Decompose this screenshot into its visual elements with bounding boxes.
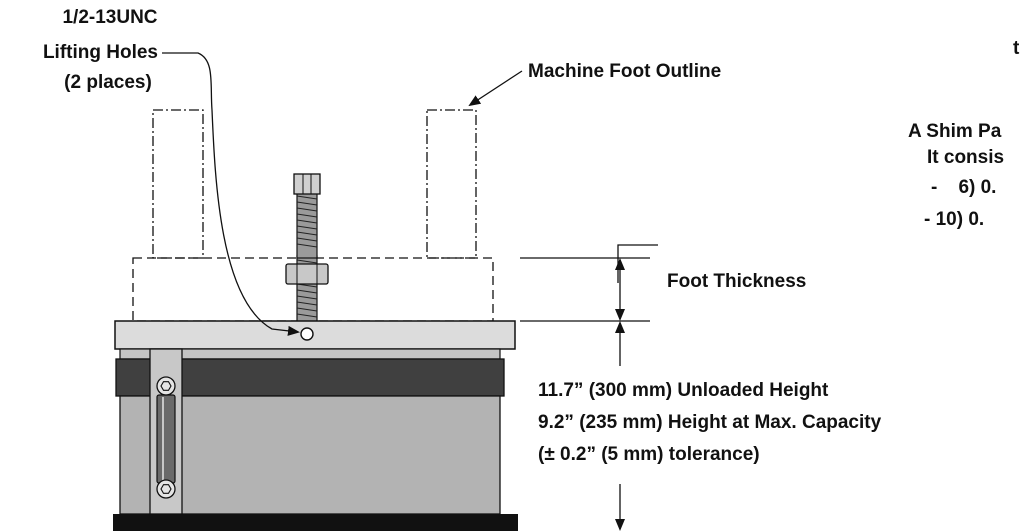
cutoff-top-fragment: t bbox=[1013, 38, 1020, 59]
machine-foot-outline-label: Machine Foot Outline bbox=[528, 61, 722, 82]
stud-threads bbox=[296, 259, 318, 318]
threaded-stud bbox=[293, 173, 321, 323]
machine-foot-left bbox=[152, 109, 204, 259]
height-max-capacity-label: 9.2” (235 mm) Height at Max. Capacity bbox=[538, 412, 882, 433]
bracket-bolt-bottom bbox=[156, 479, 176, 499]
foot-thickness-leader bbox=[617, 244, 658, 283]
lifting-hole bbox=[300, 327, 314, 341]
shim-pack-line2: It consis bbox=[927, 147, 1005, 168]
machine-foot-right bbox=[426, 109, 477, 259]
top-plate bbox=[114, 320, 516, 350]
foot-thickness-label: Foot Thickness bbox=[667, 271, 807, 292]
shim-pack-item2: - 10) 0. bbox=[924, 209, 985, 230]
bracket-bolt-top bbox=[156, 376, 176, 396]
unloaded-height-label: 11.7” (300 mm) Unloaded Height bbox=[538, 380, 829, 401]
shim-pack-item1: - 6) 0. bbox=[931, 177, 997, 198]
lifting-holes-label-line2: Lifting Holes bbox=[42, 42, 158, 63]
lower-housing bbox=[119, 395, 501, 515]
lifting-holes-label-line3: (2 places) bbox=[64, 72, 152, 93]
base-plate bbox=[113, 514, 518, 531]
machine-foot-leader bbox=[468, 70, 523, 107]
side-bracket bbox=[149, 348, 183, 515]
shim-pack-line1: A Shim Pa bbox=[908, 121, 1002, 142]
lifting-holes-leader bbox=[162, 52, 300, 336]
jam-nut bbox=[285, 263, 329, 285]
tolerance-label: (± 0.2” (5 mm) tolerance) bbox=[538, 444, 760, 465]
lifting-holes-label-line1: 1/2-13UNC bbox=[62, 7, 158, 28]
top-nut bbox=[293, 173, 321, 195]
